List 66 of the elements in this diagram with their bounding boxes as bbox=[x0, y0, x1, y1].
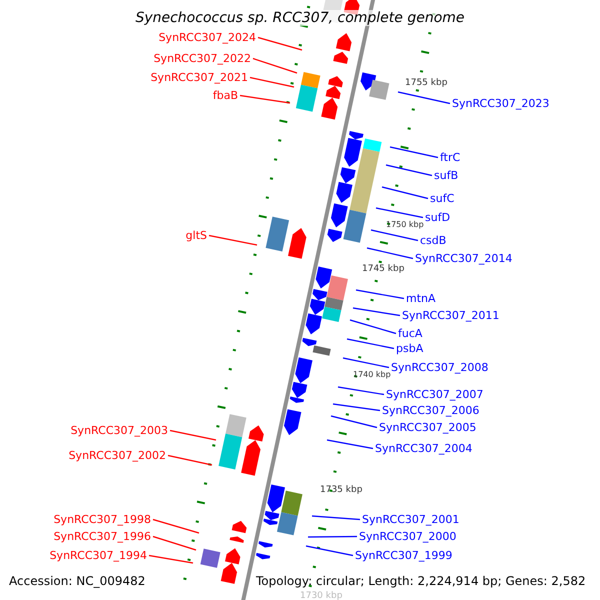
leader-line bbox=[308, 536, 357, 538]
leader-line bbox=[326, 439, 374, 450]
leader-line bbox=[346, 338, 394, 350]
gene-label: SynRCC307_2023 bbox=[452, 97, 550, 110]
gene-label: SynRCC307_1994 bbox=[50, 549, 147, 562]
gene-label: ftrC bbox=[440, 151, 460, 164]
scale-label: 1750 kbp bbox=[386, 219, 424, 230]
gene-label: sufD bbox=[425, 211, 450, 224]
leader-line bbox=[342, 357, 390, 368]
leader-line bbox=[170, 430, 216, 441]
gene-label: SynRCC307_1998 bbox=[54, 513, 151, 526]
leader-line bbox=[338, 386, 384, 396]
gene-label: SynRCC307_2008 bbox=[391, 361, 488, 374]
accession-text: Accession: NC_009482 bbox=[9, 574, 146, 589]
gene-label: SynRCC307_2004 bbox=[375, 442, 472, 455]
leader-line bbox=[208, 234, 258, 246]
gene-label: SynRCC307_2022 bbox=[154, 52, 251, 65]
gene-label: sufB bbox=[434, 169, 458, 182]
gene-label: SynRCC307_2003 bbox=[70, 424, 168, 437]
gene-label: gltS bbox=[186, 229, 207, 242]
gene-label: SynRCC307_2002 bbox=[68, 449, 166, 462]
gene-label: SynRCC307_2007 bbox=[386, 388, 484, 401]
scale-label: 1730 kbp bbox=[300, 590, 342, 600]
leader-line bbox=[390, 146, 438, 158]
leader-line bbox=[382, 186, 428, 200]
leader-line bbox=[312, 515, 360, 520]
leader-line bbox=[386, 164, 432, 176]
leader-line bbox=[352, 307, 400, 316]
scale-label: 1745 kbp bbox=[362, 263, 404, 275]
gene-label: csdB bbox=[420, 234, 446, 247]
gene-label: SynRCC307_2006 bbox=[382, 404, 480, 417]
leader-line bbox=[306, 545, 354, 556]
gene-label: SynRCC307_2000 bbox=[359, 530, 456, 543]
scale-label: 1735 kbp bbox=[320, 484, 362, 496]
gene-label: mtnA bbox=[406, 292, 436, 305]
leader-line bbox=[148, 554, 194, 564]
gene-label: SynRCC307_2021 bbox=[150, 71, 248, 84]
genome-summary: Topology: circular; Length: 2,224,914 bp; Genes: 2,582 bbox=[256, 574, 586, 589]
leader-line bbox=[366, 247, 414, 260]
leader-line bbox=[376, 207, 424, 218]
leader-line bbox=[168, 454, 212, 466]
gene-label: SynRCC307_2001 bbox=[362, 513, 460, 526]
gene-label: SynRCC307_2005 bbox=[379, 421, 476, 434]
gene-label: fbaB bbox=[212, 89, 238, 102]
scale-label: 1755 kbp bbox=[405, 77, 448, 89]
leader-line bbox=[240, 94, 290, 104]
leader-line bbox=[152, 518, 200, 534]
leader-line bbox=[330, 415, 378, 428]
leader-line bbox=[370, 229, 418, 242]
gene-label: SynRCC307_1996 bbox=[54, 530, 151, 543]
scale-label: 1740 kbp bbox=[353, 369, 391, 380]
gene-label: SynRCC307_2024 bbox=[158, 31, 256, 44]
gene-label: sufC bbox=[430, 192, 454, 205]
leader-line bbox=[258, 36, 302, 51]
gene-label: SynRCC307_2014 bbox=[415, 252, 512, 265]
leader-line bbox=[332, 403, 380, 412]
leader-line bbox=[356, 289, 404, 300]
leader-line bbox=[250, 76, 294, 88]
leader-line bbox=[252, 58, 298, 74]
gene-label: psbA bbox=[396, 342, 424, 355]
leader-line bbox=[398, 91, 450, 104]
leader-line bbox=[152, 536, 196, 551]
gene-label: SynRCC307_2011 bbox=[402, 309, 500, 322]
gene-label: fucA bbox=[398, 327, 422, 340]
gene-label: SynRCC307_1999 bbox=[355, 549, 452, 562]
leader-line bbox=[350, 319, 396, 334]
